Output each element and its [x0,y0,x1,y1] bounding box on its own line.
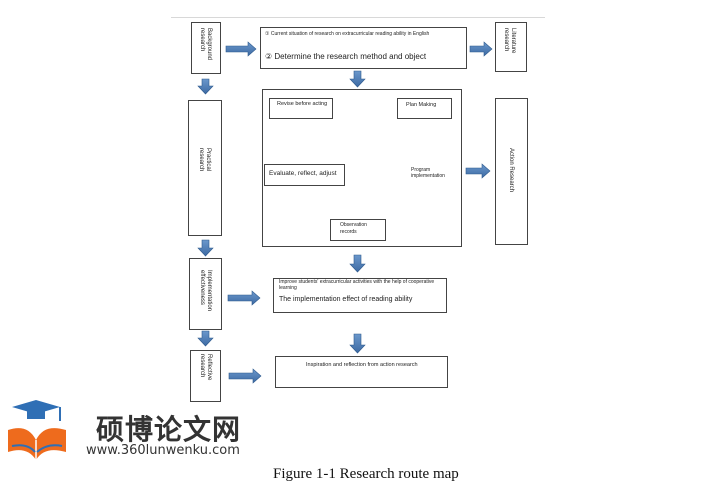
action-research-label: Action Research [508,148,514,193]
evaluate-reflect-adjust-box [264,164,345,186]
inspiration-reflection-label: Inspiration and reflection from action r… [306,362,418,368]
arrow-down-center-3 [349,333,366,354]
watermark-site-name: 硕博论文网 [96,413,242,446]
program-implementation-label: Program implementation [411,167,445,179]
implementation-effectiveness-label: Implementation effectiveness [199,270,212,312]
observation-records-box [330,219,386,241]
implementation-effect-line1: Improve students' extracurricular activi… [279,279,435,291]
arrow-down-left-1 [197,78,214,95]
arrow-down-center-2 [349,254,366,273]
practical-research-box [188,100,222,236]
arrow-reflective-to-inspiration [228,368,262,384]
implementation-effect-box [273,278,447,313]
literature-research-label: Literature research [503,28,516,54]
revise-before-acting-label: Revise before acting [277,101,328,107]
background-research-box [191,22,221,74]
literature-research-box [495,22,527,72]
background-research-label: Background research [199,28,212,61]
arrow-implementation-to-improve [227,290,261,306]
plan-making-box [397,98,452,119]
research-situation-line1: ① Current situation of research on extra… [265,31,430,37]
arrow-top-box-to-literature [469,41,493,57]
arrow-down-left-2 [197,239,214,257]
inspiration-reflection-box [275,356,448,388]
arrow-down-left-3 [197,330,214,347]
practical-research-label: Practical research [198,148,211,172]
watermark-logo-icon [8,400,66,460]
revise-before-acting-box [269,98,333,119]
observation-records-label: Observation records [340,222,367,235]
arrow-background-to-top-box [225,41,257,57]
watermark-site-url: www.360lunwenku.com [86,443,240,458]
research-method-line2: ② Determine the research method and obje… [265,52,427,61]
evaluate-reflect-adjust-label: Evaluate, reflect, adjust [269,170,337,177]
implementation-effectiveness-box [189,258,222,330]
implementation-effect-line2: The implementation effect of reading abi… [279,296,413,303]
figure-caption: Figure 1-1 Research route map [273,466,459,482]
reflective-research-label: Reflective research [199,354,212,381]
plan-making-label: Plan Making [406,102,437,108]
reflective-research-box [190,350,221,402]
action-research-box [495,98,528,245]
top-divider-line [171,17,545,18]
arrow-cycle-to-action [465,163,491,179]
research-situation-box [260,27,467,69]
arrow-down-center-1 [349,70,366,88]
